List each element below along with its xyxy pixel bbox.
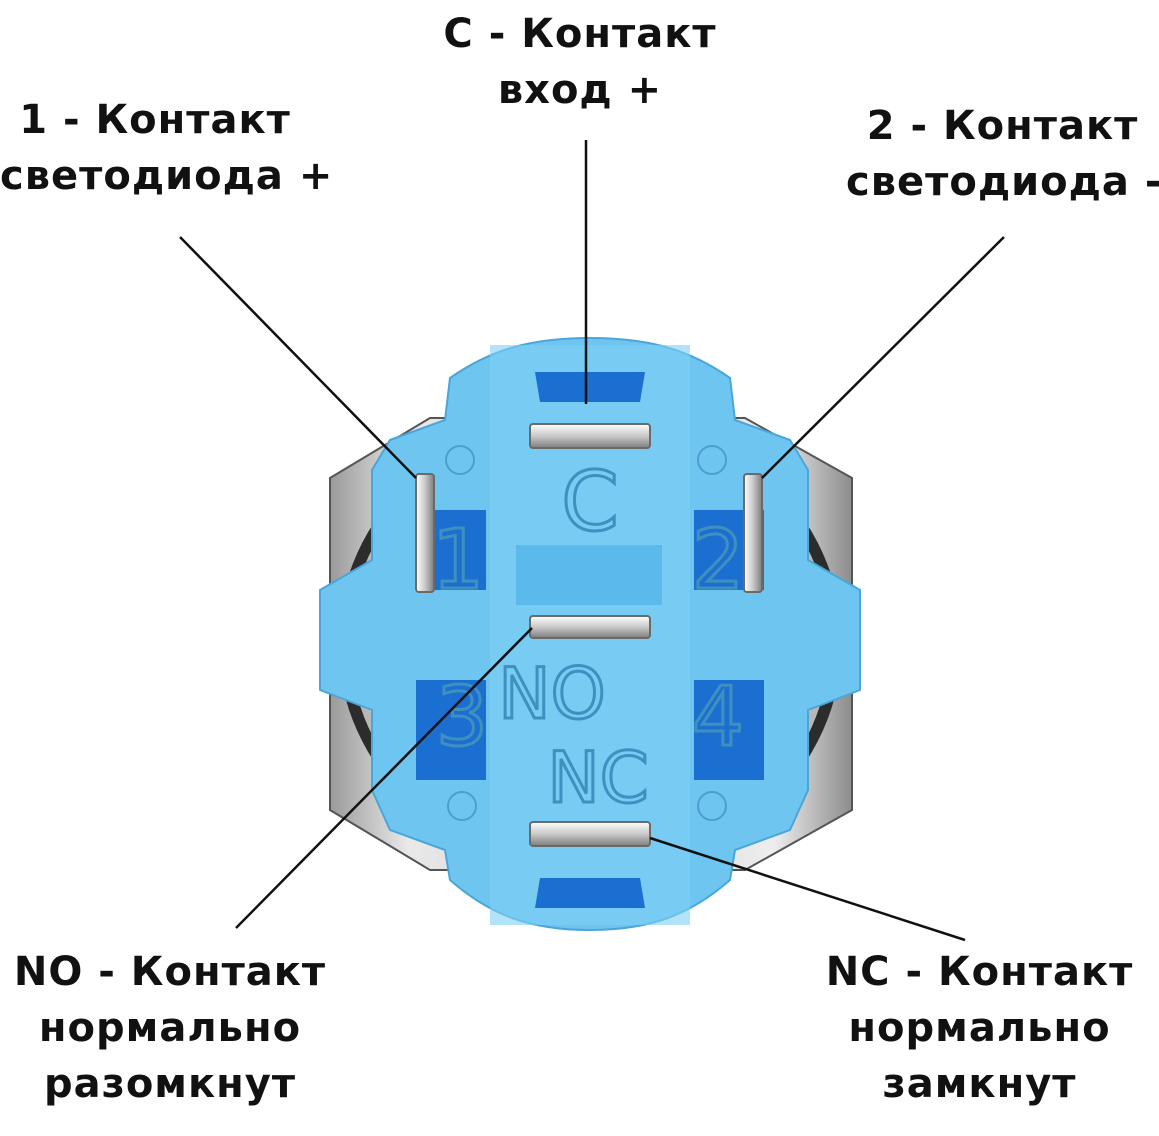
label-c-line2: вход + [497, 67, 663, 113]
leader-line-1 [179, 236, 417, 479]
pin-1 [415, 473, 435, 593]
marking-1: 1 [432, 513, 484, 608]
recess-4 [694, 680, 764, 780]
leader-line-2 [761, 236, 1005, 479]
label-no-line3: разомкнут [43, 1061, 297, 1107]
label-2-line2: светодиода - [846, 159, 1159, 205]
label-2-line1: 2 - Контакт [866, 103, 1139, 149]
marking-no: NO [498, 653, 605, 735]
pin-nc [529, 821, 651, 847]
pin-2 [743, 473, 763, 593]
molded-markings: C 1 2 3 4 NO NC [430, 454, 745, 821]
label-no-contact: NO - Контакт нормально разомкнут [0, 944, 340, 1112]
marking-4: 4 [692, 670, 744, 765]
leader-lines [179, 140, 1005, 942]
label-nc-line3: замкнут [882, 1061, 1077, 1107]
label-c-contact: C - Контакт вход + [420, 6, 740, 118]
marking-c: C [561, 455, 618, 550]
pin-c [529, 423, 651, 449]
pins [415, 423, 763, 847]
label-nc-line2: нормально [848, 1005, 1111, 1051]
leader-line-no [235, 627, 533, 929]
pin-no [529, 615, 651, 639]
label-1-line1: 1 - Контакт [19, 97, 291, 143]
marking-nc: NC [547, 737, 648, 819]
label-no-line2: нормально [38, 1005, 302, 1051]
marking-2: 2 [692, 513, 744, 608]
label-1-line2: светодиода + [0, 153, 334, 199]
recess-3 [416, 680, 486, 780]
label-1-contact: 1 - Контакт светодиода + [0, 92, 334, 204]
label-nc-contact: NC - Контакт нормально замкнут [800, 944, 1159, 1112]
leader-line-nc [649, 836, 966, 942]
label-no-line1: NO - Контакт [13, 949, 327, 995]
label-c-line1: C - Контакт [443, 11, 717, 57]
label-2-contact: 2 - Контакт светодиода - [846, 98, 1159, 210]
label-nc-line1: NC - Контакт [825, 949, 1134, 995]
